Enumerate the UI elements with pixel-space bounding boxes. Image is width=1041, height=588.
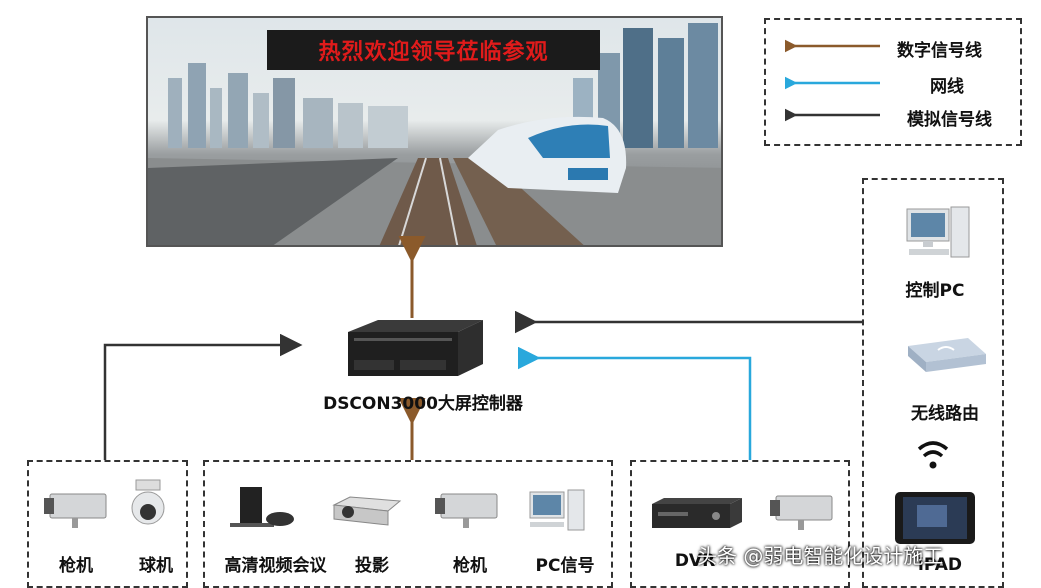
video-conference-icon [230,487,294,527]
dvr-device-group [630,460,850,588]
legend-digital-label: 数字信号线 [897,41,982,61]
left-item-label: 枪机 [59,556,93,576]
controller-label: DSCON3000大屏控制器 [323,394,523,414]
left-item-label: 球机 [139,556,173,576]
dvr-to-controller-line [518,346,752,460]
router-label: 无线路由 [911,404,979,424]
middle-item-label: 枪机 [453,556,487,576]
legend-box [764,18,1022,146]
wifi-icon [917,441,949,469]
middle-item-label: 投影 [355,556,389,576]
wireless-router-icon [908,338,986,372]
dvr-label: DVR [674,551,716,571]
bullet-camera-icon [770,495,833,530]
legend-arrows [785,36,880,125]
controller-device-icon [348,320,483,376]
pc-icon [529,489,585,531]
tablet-icon [895,492,975,544]
left-device-group [27,460,188,588]
left-group-to-controller-line [103,333,303,460]
middle-item-label: 高清视频会议 [224,556,327,576]
middle-item-label: PC信号 [535,556,595,576]
projector-icon [332,496,402,526]
watermark: 头条 @弱电智能化设计施工 [697,544,944,568]
bullet-camera-icon [44,493,107,528]
welcome-banner: 热烈欢迎领导莅临参观 [267,30,600,70]
tablet-label: iPAD [918,555,962,575]
dvr-icon [652,498,742,528]
city-rail-scene [148,23,721,245]
control-panel-box [862,178,1004,588]
dome-camera-icon [131,479,165,525]
legend-network-label: 网线 [930,77,964,97]
middle-device-group [203,460,613,588]
legend-analog-label: 模拟信号线 [907,110,992,130]
video-wall-screen: 热烈欢迎领导莅临参观 [146,16,723,247]
control-pc-icon [906,206,970,258]
bullet-camera-icon [435,493,498,528]
control-pc-label: 控制PC [905,281,965,301]
